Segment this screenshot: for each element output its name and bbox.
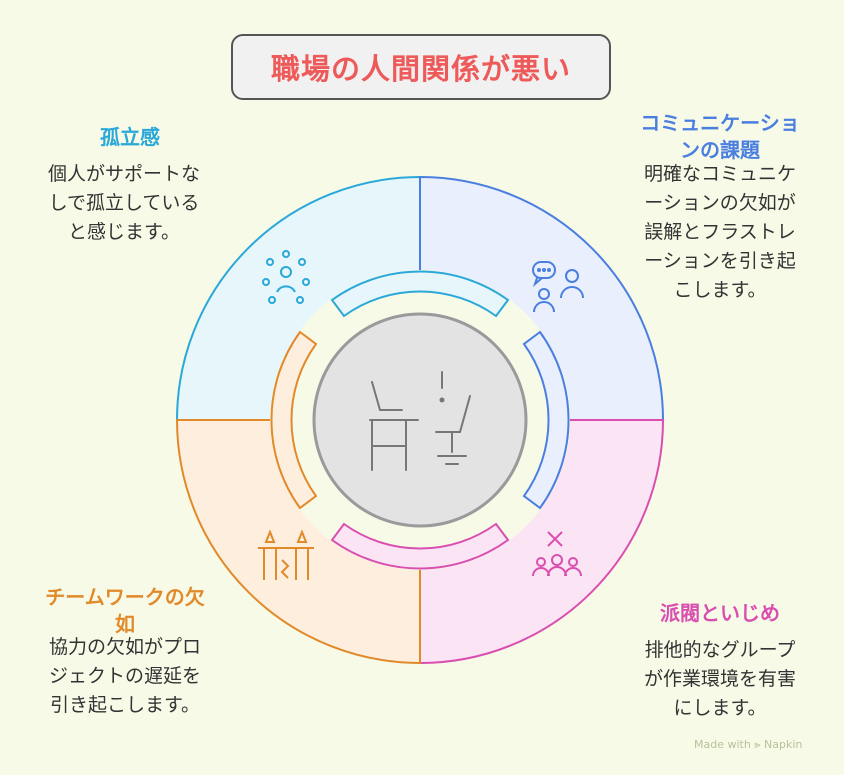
heading-line: 如 — [115, 612, 135, 636]
desc-line: と感じます。 — [67, 221, 181, 243]
page-title: 職場の人間関係が悪い — [270, 52, 571, 86]
broken-pillars-icon — [258, 529, 314, 580]
heading-line: チームワークの欠 — [45, 585, 205, 609]
desc-line: 排他的なグループ — [644, 639, 796, 661]
desc-line: 明確なコミュニケ — [643, 163, 796, 185]
desc-line: ーションの欠如が — [644, 192, 796, 214]
napkin-credit[interactable]: Made with ⪢ Napkin — [694, 738, 803, 751]
desc-line: しで孤立している — [48, 192, 200, 214]
desc-line: が作業環境を有害 — [643, 668, 796, 690]
desc-teamwork: 協力の欠如がプロ ジェクトの遅延を 引き起こします。 — [20, 633, 230, 720]
chat-bubble-people-icon — [532, 261, 584, 313]
desc-isolation: 個人がサポートな しで孤立している と感じます。 — [24, 160, 224, 247]
heading-isolation: 孤立感 — [70, 124, 190, 151]
desc-line: にします。 — [673, 697, 767, 719]
title-box: 職場の人間関係が悪い — [231, 34, 611, 100]
desc-communication: 明確なコミュニケ ーションの欠如が 誤解とフラストレ ーションを引き起 こします… — [620, 160, 820, 305]
desc-cliques: 排他的なグループ が作業環境を有害 にします。 — [620, 636, 820, 723]
people-circle-icon — [262, 250, 310, 304]
empty-desk-icon — [369, 371, 471, 471]
group-conflict-icon — [532, 531, 582, 577]
desc-line: 誤解とフラストレ — [644, 221, 796, 243]
heading-cliques: 派閥といじめ — [620, 600, 820, 627]
heading-line: コミュニケーショ — [640, 111, 800, 135]
center-circle — [312, 312, 528, 528]
connector-bridges — [270, 270, 570, 570]
desc-line: こします。 — [673, 279, 767, 301]
heading-teamwork: チームワークの欠 如 — [20, 584, 230, 638]
desc-line: ジェクトの遅延を — [48, 665, 201, 687]
heading-line: ンの課題 — [680, 138, 760, 162]
heading-communication: コミュニケーショ ンの課題 — [620, 110, 820, 164]
heading-isolation-text: 孤立感 — [100, 125, 160, 149]
desc-line: 個人がサポートな — [47, 163, 200, 185]
desc-line: 協力の欠如がプロ — [48, 636, 201, 658]
heading-cliques-text: 派閥といじめ — [660, 601, 780, 625]
desc-line: 引き起こします。 — [49, 694, 201, 716]
desc-line: ーションを引き起 — [644, 250, 796, 272]
